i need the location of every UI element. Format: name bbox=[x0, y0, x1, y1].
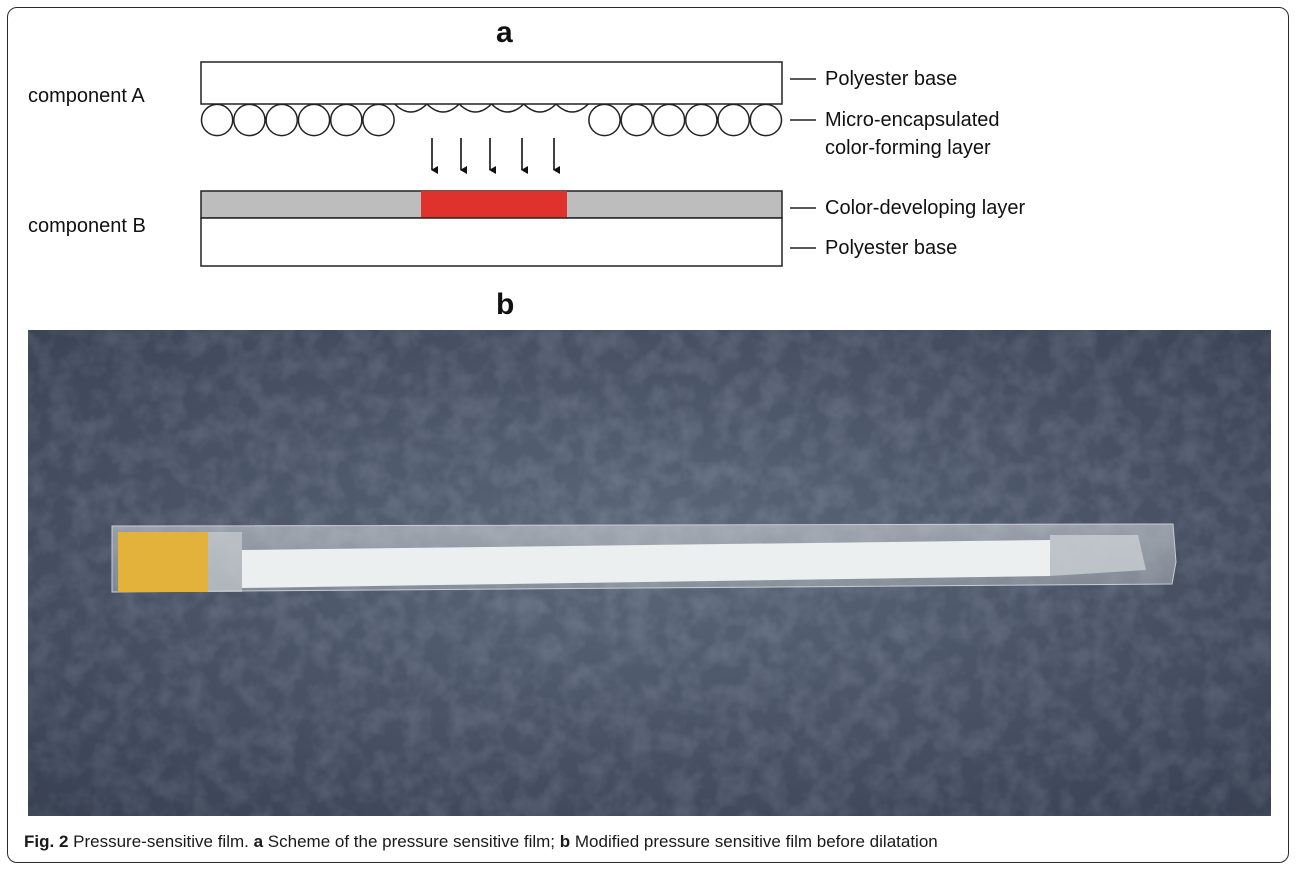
panel-a-letter: a bbox=[496, 16, 513, 49]
caption-fig-label: Fig. 2 bbox=[24, 832, 69, 851]
sleeve-end-tape bbox=[1050, 535, 1146, 576]
film-scheme-diagram bbox=[200, 61, 816, 267]
capsule bbox=[588, 103, 621, 137]
ruptured-capsule bbox=[426, 103, 460, 113]
label-leader-lines bbox=[790, 78, 816, 249]
capsule bbox=[362, 103, 395, 137]
film-photograph bbox=[28, 330, 1271, 816]
label-micro-encapsulated: Micro-encapsulated bbox=[825, 109, 1000, 131]
caption-b-text: Modified pressure sensitive film before … bbox=[574, 832, 938, 851]
yellow-tab bbox=[118, 532, 208, 592]
ruptured-capsule bbox=[555, 103, 589, 113]
caption-a-letter: a bbox=[253, 832, 264, 851]
developed-color-region bbox=[421, 191, 567, 218]
caption-b-letter: b bbox=[559, 832, 571, 851]
ruptured-capsule bbox=[523, 103, 557, 113]
capsule bbox=[200, 103, 234, 137]
component-a-polyester-base bbox=[200, 61, 783, 105]
micro-capsules bbox=[200, 103, 783, 137]
figure-caption: Fig. 2 Pressure-sensitive film. a Scheme… bbox=[24, 832, 938, 852]
label-polyester-base-bottom: Polyester base bbox=[825, 237, 958, 259]
label-color-developing-layer: Color-developing layer bbox=[825, 197, 1026, 219]
capsule bbox=[684, 103, 718, 137]
capsule bbox=[233, 103, 266, 137]
caption-a-text: Scheme of the pressure sensitive film; bbox=[267, 832, 556, 851]
component-b-label: component B bbox=[28, 215, 146, 237]
label-polyester-base-top: Polyester base bbox=[825, 68, 958, 90]
caption-title: Pressure-sensitive film. bbox=[73, 832, 249, 851]
photo-illustration bbox=[28, 330, 1271, 816]
pressure-film-strip bbox=[242, 540, 1050, 588]
component-a-label: component A bbox=[28, 85, 145, 107]
pressure-arrows bbox=[431, 138, 560, 174]
capsule bbox=[620, 103, 654, 137]
capsule bbox=[749, 103, 783, 137]
capsule bbox=[297, 103, 331, 137]
capsule bbox=[265, 103, 299, 137]
ruptured-capsule bbox=[458, 103, 493, 113]
capsule bbox=[652, 103, 686, 137]
panel-b-letter: b bbox=[496, 288, 515, 321]
ruptured-capsule bbox=[394, 103, 428, 113]
ruptured-capsule bbox=[490, 103, 525, 113]
component-b-polyester-base bbox=[200, 217, 783, 267]
label-color-forming-layer: color-forming layer bbox=[825, 137, 991, 159]
capsule bbox=[329, 103, 363, 137]
capsule bbox=[717, 103, 750, 137]
